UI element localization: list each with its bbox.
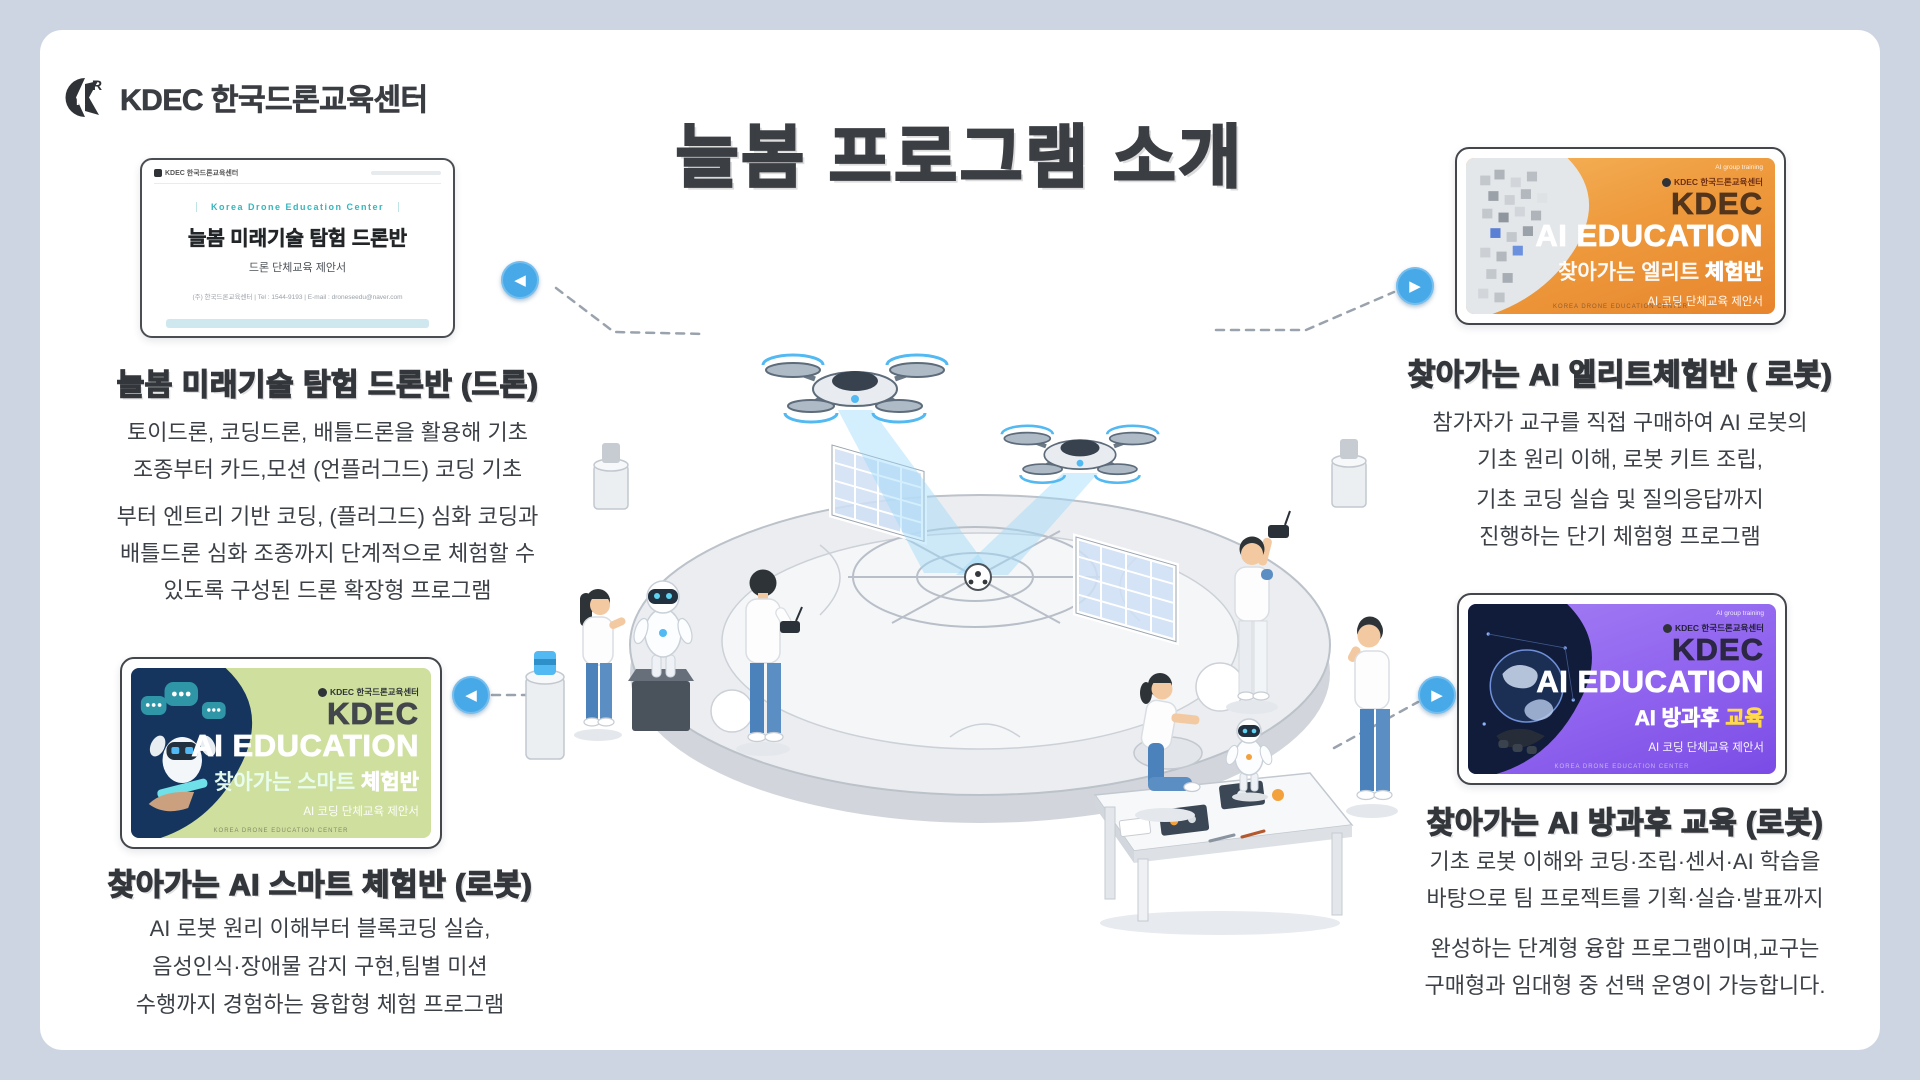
smart-banner-card[interactable]: KDEC 한국드론교육센터 KDEC AI EDUCATION 찾아가는 스마트… [120, 657, 442, 849]
pedestal [525, 651, 565, 760]
drone-beam-right [956, 473, 1098, 575]
afterschool-banner-text: AI group training KDEC 한국드론교육센터 KDEC AI … [1468, 610, 1764, 755]
smart-banner-robot-graphic [131, 668, 269, 838]
person-man-thinking [1346, 616, 1398, 818]
doc-card-title: 늘봄 미래기술 탐험 드론반 [187, 228, 408, 251]
person-man-controller-left [736, 569, 803, 756]
drone-icon [761, 353, 949, 424]
logo-text: KDEC 한국드론교육센터 [120, 84, 429, 118]
svg-text:R: R [92, 77, 102, 93]
afterschool-section-para1: 기초 로봇 이해와 코딩·조립·센서·AI 학습을 바탕으로 팀 프로젝트를 기… [1426, 849, 1824, 911]
drone-proposal-card[interactable]: KDEC 한국드론교육센터 Korea Drone Education Cent… [140, 158, 455, 338]
afterschool-banner-corner: AI group training [1716, 610, 1764, 617]
doc-card-footer: (주) 한국드론교육센터 | Tel : 1544-9193 | E-mail … [192, 294, 403, 301]
smart-section-heading: 찾아가는 AI 스마트 체험반 (로봇) [107, 868, 533, 902]
elite-section-para2: 기초 코딩 실습 및 질의응답까지 진행하는 단기 체험형 프로그램 [1476, 487, 1764, 549]
smart-banner-line1: AI EDUCATION [191, 727, 419, 763]
elite-banner-pixel-graphic [1466, 158, 1608, 314]
pedestal [1331, 439, 1367, 508]
elite-banner-logo: KDEC 한국드론교육센터 [1466, 176, 1763, 188]
kdec-mini-mark-icon [1662, 623, 1672, 633]
kdec-logo: R K KDEC 한국드론교육센터 [62, 74, 428, 120]
elite-banner-subtitle: AI 코딩 단체교육 제안서 [1647, 296, 1763, 309]
soccer-goal-right [1073, 533, 1179, 646]
doc-card-header: KDEC 한국드론교육센터 [154, 168, 441, 184]
person-woman-left [574, 589, 626, 741]
elite-banner-line2: 찾아가는 엘리트 체험반 [1558, 261, 1763, 285]
pedestal [593, 443, 629, 510]
robot-on-pedestal [628, 580, 694, 731]
smart-banner-line2: 찾아가는 스마트 체험반 [214, 771, 419, 795]
kdec-mini-mark-icon [317, 687, 327, 697]
drone-beam-left [838, 410, 992, 573]
smart-nav-arrow-left-icon[interactable]: ◀ [452, 676, 490, 714]
smart-banner-brand: KDEC [327, 696, 419, 731]
elite-section-heading: 찾아가는 AI 엘리트체험반 ( 로봇) [1407, 358, 1833, 392]
afterschool-banner-logo: KDEC 한국드론교육센터 [1468, 622, 1764, 634]
afterschool-banner-footer: KOREA DRONE EDUCATION CENTER [1554, 764, 1690, 770]
smart-banner-text: KDEC 한국드론교육센터 KDEC AI EDUCATION 찾아가는 스마트… [131, 674, 419, 819]
afterschool-banner-card[interactable]: AI group training KDEC 한국드론교육센터 KDEC AI … [1457, 593, 1787, 785]
smart-section-para1: AI 로봇 원리 이해부터 블록코딩 실습, 음성인식·장애물 감지 구현,팀별… [135, 916, 505, 1017]
elite-banner: AI group training KDEC 한국드론교육센터 KDEC AI … [1466, 158, 1775, 314]
drone-section-para2: 부터 엔트리 기반 코딩, (플러그드) 심화 코딩과 배틀드론 심화 조종까지… [116, 504, 539, 603]
elite-banner-card[interactable]: AI group training KDEC 한국드론교육센터 KDEC AI … [1455, 147, 1786, 325]
afterschool-banner-globe-graphic [1468, 604, 1610, 774]
doc-card-logo: KDEC 한국드론교육센터 [154, 168, 238, 178]
soccer-ball [964, 563, 992, 591]
doc-card-subtitle: 드론 단체교육 제안서 [248, 262, 347, 274]
drone-nav-arrow-left-icon[interactable]: ◀ [501, 261, 539, 299]
small-robot-on-table [1225, 718, 1273, 802]
work-table [1093, 772, 1354, 935]
kdec-logo-icon: R K [65, 77, 102, 117]
elite-nav-arrow-right-icon[interactable]: ▶ [1396, 267, 1434, 305]
smart-banner-corner [131, 674, 419, 684]
person-man-controller-right [1226, 510, 1291, 714]
program-illustration [525, 353, 1398, 935]
elite-banner-text: AI group training KDEC 한국드론교육센터 KDEC AI … [1466, 164, 1763, 309]
kdec-mini-mark-icon [1661, 177, 1671, 187]
drone-section-para1: 토이드론, 코딩드론, 배틀드론을 활용해 기초 조종부터 카드,모션 (언플러… [127, 420, 528, 482]
doc-card-url-placeholder [371, 171, 441, 175]
afterschool-banner-subtitle: AI 코딩 단체교육 제안서 [1648, 742, 1764, 755]
page-title: 늘봄 프로그램 소개 [675, 119, 1245, 198]
afterschool-section-heading: 찾아가는 AI 방과후 교육 (로봇) [1426, 806, 1824, 840]
elite-banner-brand: KDEC [1671, 186, 1763, 221]
smart-banner-footer: KOREA DRONE EDUCATION CENTER [213, 828, 349, 834]
elite-banner-corner: AI group training [1715, 164, 1763, 171]
elite-banner-line1: AI EDUCATION [1535, 217, 1763, 253]
elite-banner-footer: KOREA DRONE EDUCATION CENTER [1553, 304, 1688, 310]
smart-banner-logo: KDEC 한국드론교육센터 [131, 686, 419, 698]
drone-icon [1000, 424, 1160, 485]
smart-banner: KDEC 한국드론교육센터 KDEC AI EDUCATION 찾아가는 스마트… [131, 668, 431, 838]
person-woman-kneeling [1135, 673, 1201, 822]
afterschool-section-para2: 완성하는 단계형 융합 프로그램이며,교구는 구매형과 임대형 중 선택 운영이… [1424, 936, 1826, 998]
doc-card-logo-text: KDEC 한국드론교육센터 [165, 170, 239, 177]
elite-section-para1: 참가자가 교구를 직접 구매하여 AI 로봇의 기초 원리 이해, 로봇 키트 … [1432, 410, 1808, 472]
puzzle-platform [629, 494, 1331, 823]
soccer-goal-left [829, 441, 927, 546]
afterschool-banner-line2: AI 방과후 교육 [1634, 707, 1764, 731]
afterschool-nav-arrow-right-icon[interactable]: ▶ [1418, 676, 1456, 714]
doc-card-bottom-strip [166, 319, 429, 328]
target-rings [848, 526, 1102, 628]
doc-card-eyebrow: Korea Drone Education Center [154, 202, 441, 212]
afterschool-banner-line1: AI EDUCATION [1536, 663, 1764, 699]
afterschool-banner-brand: KDEC [1672, 632, 1764, 667]
smart-banner-subtitle: AI 코딩 단체교육 제안서 [303, 806, 419, 819]
drone-section-heading: 늘봄 미래기술 탐험 드론반 (드론) [116, 368, 539, 402]
svg-text:K: K [76, 93, 86, 108]
afterschool-banner: AI group training KDEC 한국드론교육센터 KDEC AI … [1468, 604, 1776, 774]
kdec-mini-mark-icon [154, 169, 162, 177]
